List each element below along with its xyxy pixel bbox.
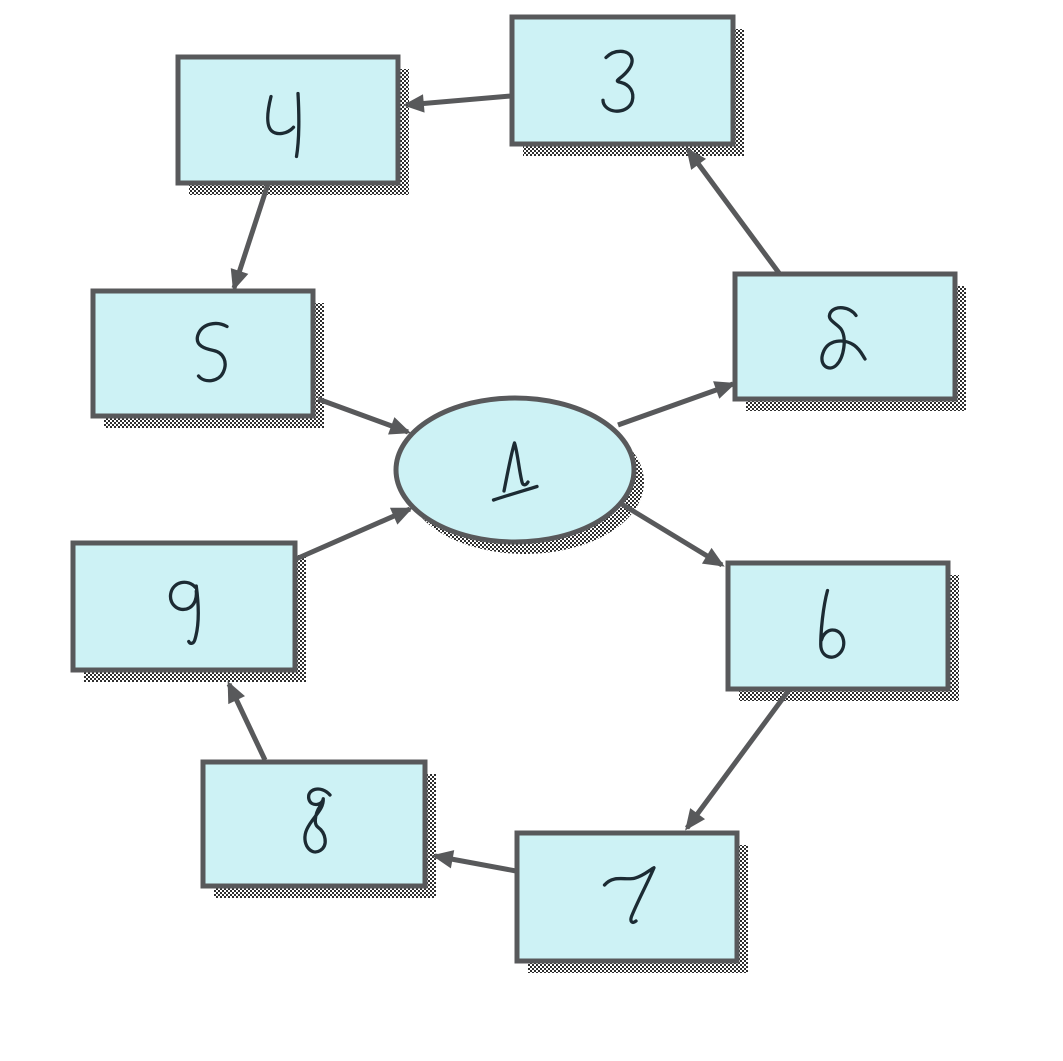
- node-8-shape: [200, 759, 428, 889]
- node-3-shape: [509, 14, 736, 147]
- node-4-handwritten-digit: [266, 91, 301, 159]
- edge-5-1[interactable]: [317, 396, 411, 435]
- node-9[interactable]: 9 9: [70, 540, 298, 673]
- node-7-handwritten-digit: [602, 866, 656, 924]
- node-7[interactable]: 7 7: [514, 830, 740, 964]
- node-4[interactable]: 4 4: [175, 54, 401, 186]
- node-5-shape: [90, 288, 316, 419]
- node-3[interactable]: 3 3: [509, 14, 736, 147]
- edge-9-1[interactable]: [294, 506, 413, 562]
- edge-6-7[interactable]: [684, 688, 792, 831]
- node-2-handwritten-digit: [820, 306, 867, 370]
- edge-2-3[interactable]: [685, 147, 782, 275]
- node-8-handwritten-digit: [303, 787, 332, 854]
- node-8[interactable]: 8 8: [200, 759, 428, 889]
- edge-1-6[interactable]: [618, 500, 725, 568]
- node-5-handwritten-digit: [195, 321, 229, 383]
- node-7-shape: [514, 830, 740, 964]
- edge-3-4[interactable]: [402, 93, 512, 113]
- node-9-handwritten-digit: [168, 580, 200, 645]
- node-2[interactable]: 2 2: [732, 271, 958, 402]
- edge-layer: [226, 93, 792, 874]
- node-9-shape: [70, 540, 298, 673]
- node-1-handwritten-digit: [491, 441, 539, 502]
- node-4-shape: [175, 54, 401, 186]
- node-layer: 1 1 2 2 3 3 4 4 5 5: [70, 14, 958, 964]
- edge-4-5[interactable]: [230, 183, 271, 291]
- node-1[interactable]: 1 1: [393, 395, 637, 545]
- node-1-shape: [393, 395, 637, 545]
- node-6-shape: [725, 560, 951, 692]
- node-6[interactable]: 6 6: [725, 560, 951, 692]
- node-6-handwritten-digit: [819, 588, 846, 659]
- edge-1-2[interactable]: [617, 381, 736, 428]
- edge-7-8[interactable]: [431, 850, 517, 874]
- node-5[interactable]: 5 5: [90, 288, 316, 419]
- edge-8-9[interactable]: [226, 681, 268, 762]
- node-3-handwritten-digit: [601, 49, 635, 113]
